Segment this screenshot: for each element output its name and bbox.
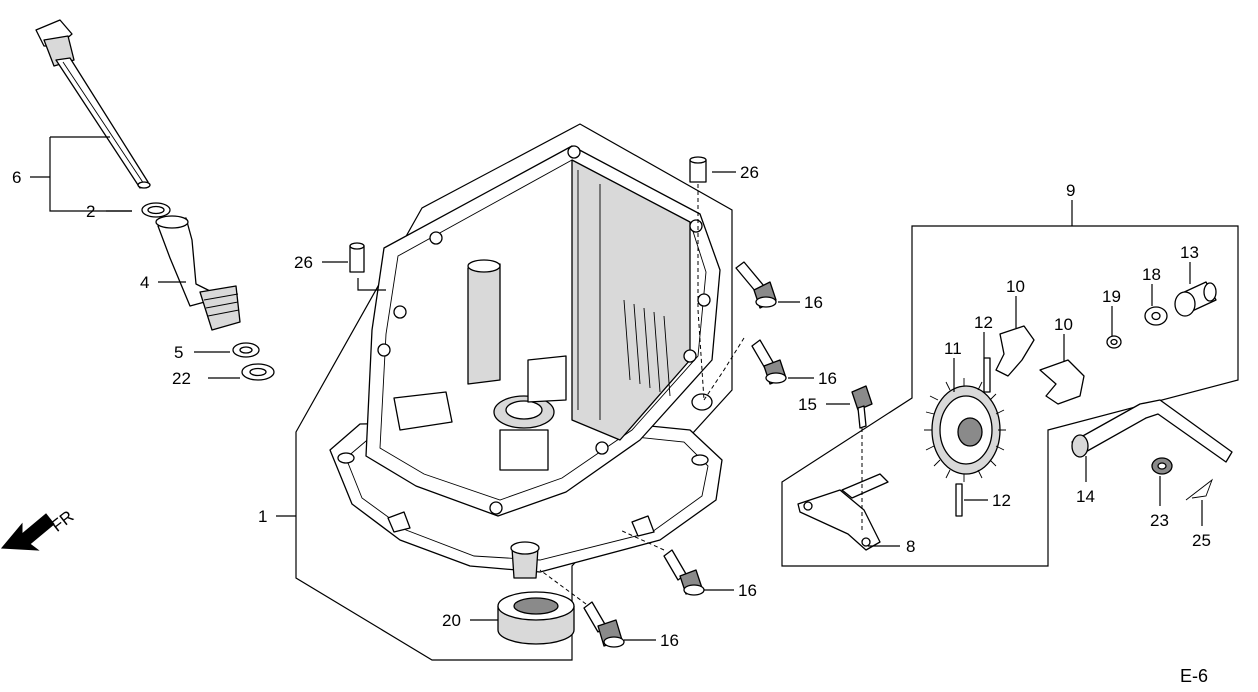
callout-12-b: 12 bbox=[992, 491, 1011, 510]
pin-12a-illustration bbox=[983, 357, 991, 393]
flange-bolt-2-illustration bbox=[751, 339, 787, 385]
front-direction-arrow: FR bbox=[0, 507, 78, 551]
callout-1: 1 bbox=[258, 507, 267, 526]
callout-19: 19 bbox=[1102, 287, 1121, 306]
callout-9: 9 bbox=[1066, 181, 1075, 200]
washer-18-illustration bbox=[1144, 306, 1168, 326]
leader-lines bbox=[30, 136, 1203, 641]
clip-25-illustration bbox=[1185, 478, 1213, 501]
callout-10-b: 10 bbox=[1054, 315, 1073, 334]
callout-16-a: 16 bbox=[804, 293, 823, 312]
flange-bolt-3-illustration bbox=[663, 549, 705, 596]
callout-23: 23 bbox=[1150, 511, 1169, 530]
callout-16-d: 16 bbox=[660, 631, 679, 650]
front-direction-label: FR bbox=[48, 507, 78, 536]
washer-19-illustration bbox=[1106, 335, 1122, 349]
callout-26-right: 26 bbox=[740, 163, 759, 182]
callout-25: 25 bbox=[1192, 531, 1211, 550]
clip-illustration bbox=[232, 342, 260, 358]
page-label: E-6 bbox=[1180, 666, 1208, 686]
governor-gear-illustration bbox=[924, 378, 1006, 482]
governor-slider-illustration bbox=[1174, 281, 1217, 317]
dowel-pin-right-illustration bbox=[689, 156, 707, 183]
callout-26-left: 26 bbox=[294, 253, 313, 272]
flange-bolt-4-illustration bbox=[583, 601, 625, 648]
governor-weight-b-illustration bbox=[1039, 359, 1085, 405]
governor-arm-illustration bbox=[1071, 399, 1233, 463]
callout-22: 22 bbox=[172, 369, 191, 388]
governor-weight-a-illustration bbox=[995, 325, 1035, 377]
washer-23-illustration bbox=[1151, 457, 1173, 475]
flange-bolt-1-illustration bbox=[735, 261, 777, 309]
callout-6: 6 bbox=[12, 168, 21, 187]
callout-4: 4 bbox=[140, 273, 149, 292]
callout-10-a: 10 bbox=[1006, 277, 1025, 296]
governor-holder-illustration bbox=[797, 473, 889, 551]
crankcase-cover-illustration bbox=[329, 145, 723, 579]
callout-5: 5 bbox=[174, 343, 183, 362]
callout-16-c: 16 bbox=[738, 581, 757, 600]
governor-bolt-illustration bbox=[851, 385, 873, 429]
callout-18: 18 bbox=[1142, 265, 1161, 284]
callout-11: 11 bbox=[944, 339, 962, 358]
callout-20: 20 bbox=[442, 611, 461, 630]
callout-16-b: 16 bbox=[818, 369, 837, 388]
dowel-pin-left-illustration bbox=[349, 242, 365, 273]
group-outline-governor bbox=[781, 225, 1239, 567]
o-ring-illustration bbox=[141, 202, 171, 218]
oil-seal-illustration bbox=[497, 591, 575, 645]
washer-22-illustration bbox=[241, 363, 275, 381]
callout-2: 2 bbox=[86, 202, 95, 221]
oil-filler-tube-illustration bbox=[155, 215, 241, 331]
dipstick-illustration bbox=[35, 19, 151, 189]
callout-14: 14 bbox=[1076, 487, 1095, 506]
callout-8: 8 bbox=[906, 537, 915, 556]
callout-12-a: 12 bbox=[974, 313, 993, 332]
pin-12b-illustration bbox=[955, 483, 963, 517]
callout-15: 15 bbox=[798, 395, 817, 414]
callout-13: 13 bbox=[1180, 243, 1199, 262]
